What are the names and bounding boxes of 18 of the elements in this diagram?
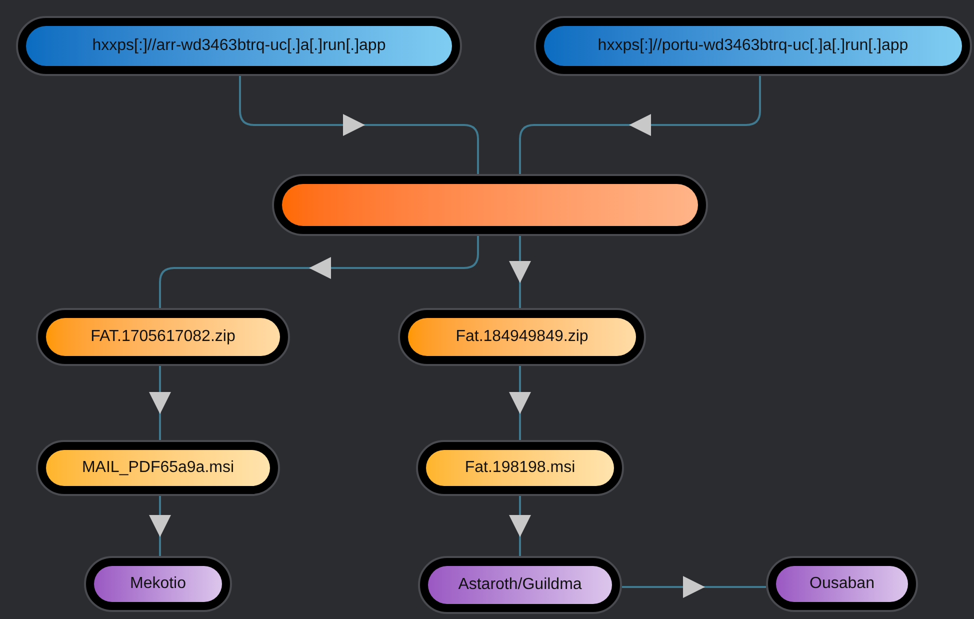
node-label: FAT.1705617082.zip: [90, 327, 236, 347]
arrow: [509, 496, 531, 556]
node-label: Mekotio: [130, 574, 186, 594]
arrow: [149, 496, 171, 556]
arrow: [622, 576, 766, 598]
arrow: [149, 366, 171, 440]
node-label: Fat.198198.msi: [464, 458, 576, 478]
node-label: MAIL_PDF65a9a.msi: [82, 458, 234, 478]
node-label: hxxps[:]//portu-wd3463btrq-uc[.]a[.]run[.]app: [598, 36, 908, 56]
arrow: [159, 236, 479, 308]
node-label: hxxps[:]//arr-wd3463btrq-uc[.]a[.]run[.]app: [92, 36, 386, 56]
node-label: Astaroth/Guildma: [458, 575, 582, 595]
arrow: [239, 76, 479, 174]
arrow: [509, 236, 531, 308]
arrow: [519, 76, 761, 174]
arrow: [509, 366, 531, 440]
node-label: Fat.184949849.zip: [456, 327, 588, 347]
node-label: Ousaban: [810, 574, 874, 594]
